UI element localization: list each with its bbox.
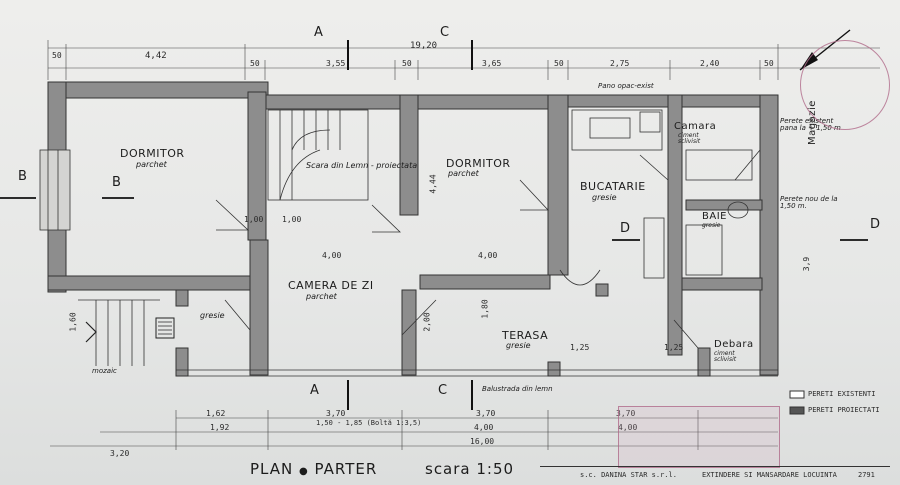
legend-existing: PERETI EXISTENTI [808,390,876,398]
note-pereti-existenti: Perete existent pana la + 1,50 m [780,117,841,132]
room-camera-de-zi: CAMERA DE ZI [288,279,374,292]
dim-inner-7: 2,00 [422,312,432,332]
section-mark-d-right: D [870,217,881,232]
dim-bottom-r2-3: 4,00 [618,423,638,432]
room-camera-de-zi-floor: parchet [306,292,337,301]
title-parter: PARTER [314,460,378,478]
kitchen-fixtures [571,109,753,279]
dim-row2-4: 50 [554,59,564,68]
dim-row2-7: 50 [764,59,774,68]
room-dormitor-1-floor: parchet [136,160,167,169]
dim-top-50: 50 [52,51,62,60]
note-perete-nou: Perete nou de la 1,50 m. [780,195,838,210]
title-plan: PLAN [250,460,294,478]
plan-title: PLAN ● PARTER [250,460,378,478]
dim-bottom-r2-1: 1,50 - 1,85 (Boltă 1:3,5) [316,419,422,427]
staircase [267,109,369,201]
dim-bottom-r1-0: 1,62 [206,409,226,418]
room-camara-floor: ciment sclivisit [678,132,701,145]
room-bucatarie: BUCATARIE [580,180,646,193]
title-block-project: EXTINDERE SI MANSARDARE LOCUINTA [702,471,837,479]
dim-row2-2: 50 [402,59,412,68]
terrace-edge [176,369,778,377]
entrance-steps [78,299,175,366]
dim-inner-10: 1,25 [664,343,684,352]
dim-top-1920: 19,20 [410,41,438,51]
dim-row2-3: 3,65 [482,59,502,68]
title-block-company: s.c. DANINA STAR s.r.l. [580,471,677,479]
section-mark-b-left: B [18,169,27,184]
stair-label: Scara din Lemn - proiectata [306,161,418,170]
door-swings [215,149,761,349]
top-dimension-lines [47,40,880,80]
section-mark-b-right: B [112,175,121,190]
note-gresie-entry: gresie [200,311,225,320]
room-baie: BAIE [702,211,727,222]
section-mark-d-left: D [620,221,631,236]
section-lines [0,40,868,410]
plan-scale: scara 1:50 [425,460,515,478]
seal-stamp [800,40,890,130]
room-terasa-floor: gresie [506,341,531,350]
room-dormitor-2: DORMITOR [446,157,511,170]
section-mark-a-top: A [314,25,323,40]
dim-inner-2: 4,00 [322,251,342,260]
section-mark-a-bottom: A [310,383,319,398]
room-camara: Camara [674,121,717,132]
title-block: s.c. DANINA STAR s.r.l. EXTINDERE SI MAN… [540,466,890,485]
dim-inner-4: 4,44 [428,174,438,194]
dim-inner-9: 1,25 [570,343,590,352]
dim-row2-6: 2,40 [700,59,720,68]
dim-bottom-r3-0: 3,20 [110,449,130,458]
note-pano: Pano opac-exist [598,82,654,90]
title-block-number: 2791 [858,471,875,479]
note-balustrada: Balustrada din lemn [482,385,553,393]
dim-bottom-r2-2: 4,00 [474,423,494,432]
dim-bottom-r2-0: 1,92 [210,423,230,432]
section-mark-c-bottom: C [438,383,448,398]
room-dormitor-2-floor: parchet [448,169,479,178]
legend-projected: PERETI PROIECTATI [808,406,880,414]
room-baie-floor: gresie [702,222,721,229]
legend-swatches [789,390,805,415]
dim-bottom-r3-1: 16,00 [470,437,495,446]
walls [39,81,779,377]
room-debara-floor: ciment sclivisit [714,350,737,363]
dim-row2-1: 3,55 [326,59,346,68]
room-terasa: TERASA [502,329,549,342]
dim-row2-5: 2,75 [610,59,630,68]
section-mark-c-top: C [440,25,450,40]
dim-inner-3: 4,00 [478,251,498,260]
dim-inner-1: 1,00 [282,215,302,224]
official-stamp [618,406,780,468]
room-debara: Debara [714,339,754,350]
dim-bottom-r1-2: 3,70 [476,409,496,418]
dim-inner-5: 3,9 [802,256,812,272]
dim-inner-8: 1,80 [480,299,490,319]
dim-bottom-r1-1: 3,70 [326,409,346,418]
note-mozaic: mozaic [92,367,117,375]
dim-inner-6: 1,60 [68,312,78,332]
dim-bottom-r1-3: 3,70 [616,409,636,418]
dim-inner-0: 1,00 [244,215,264,224]
room-bucatarie-floor: gresie [592,193,617,202]
bottom-dimension-lines [50,410,778,450]
dim-top-442: 4,42 [145,51,167,61]
dim-row2-0: 50 [250,59,260,68]
room-dormitor-1: DORMITOR [120,147,185,160]
